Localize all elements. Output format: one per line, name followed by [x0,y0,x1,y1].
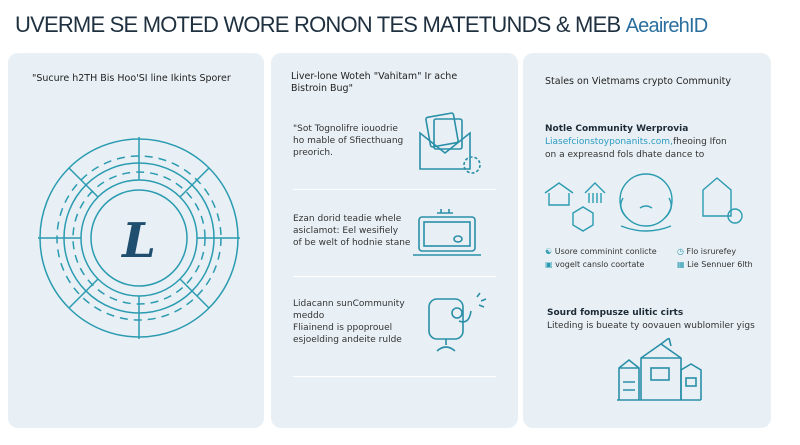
robot-icon [428,292,487,352]
line: "Sot Tognolifre iouodrie [293,124,398,134]
people-icon: ☯ [545,247,553,256]
house-icon [544,182,574,206]
buildings-icon [617,338,702,401]
title-text: UVERME SE MOTED WORE RONON TES MATETUNDS… [15,12,621,37]
crypto-circle-icon: L [38,137,240,339]
community-panel: Stales on Vietmams crypto Community Notl… [523,53,771,428]
link-suffix: fheoing Ifon [672,137,727,147]
feature-text-2: Ezan dorid teadie whele asiclamot: Eel w… [293,213,410,249]
community-link-line: Liasefcionstoyponanits.com,fheoing Ifon [545,136,727,148]
legend-item: ☯ Usore comminint conlicte [545,246,657,258]
calendar-icon: ▦ [677,260,685,269]
community-illustration [544,173,743,232]
page-title: UVERME SE MOTED WORE RONON TES MATETUNDS… [15,12,709,38]
envelope-icon [419,112,481,174]
box-icon [572,206,594,232]
panel-heading: Stales on Vietmams crypto Community [545,76,732,87]
building-icon [702,177,732,217]
bank-icon [584,182,606,203]
line: of be welt of hodnie stane [293,238,411,248]
legend-label: Usore comminint conlicte [554,247,657,256]
panel-heading: "Sucure h2TH Bis Hoo'SI line Ikints Spor… [32,73,231,84]
line: meddo [293,311,325,321]
legend-item: ▣ vogelt canslo coortate [545,259,644,271]
feature-text-1: "Sot Tognolifre iouodrie ho mable of Sfi… [293,123,403,159]
section-title: Sourd fompusze ulitic cirts [547,308,684,318]
community-link[interactable]: Liasefcionstoyponanits.com, [545,137,673,147]
line: Lidacann sunCommunity [293,299,405,309]
wallet-icon: ▣ [545,260,553,269]
divider [293,376,496,377]
divider [293,276,496,277]
line: Ezan dorid teadie whele [293,214,402,224]
section-text: Liteding is bueate ty oovauen wublomiler… [547,321,755,331]
divider [293,189,496,190]
panel-heading: Liver-lone Woteh "Vahitam" Ir ache Bistr… [291,71,458,94]
legend-item: ◷ Flo isrurefey [677,246,736,258]
community-subheading: Notle Community Werprovia [545,124,689,134]
clock-icon: ◷ [677,247,684,256]
legend-label: vogelt canslo coortate [555,260,645,269]
title-accent: AeairehID [625,15,709,37]
logo-letter: L [120,213,156,269]
features-panel: Liver-lone Woteh "Vahitam" Ir ache Bistr… [271,53,518,428]
line: esjoelding andeite rulde [293,335,402,345]
line: ho mable of Sfiecthuang [293,136,404,146]
legend-label: Lie Sennuer 6lth [687,260,753,269]
security-panel: "Sucure h2TH Bis Hoo'SI line Ikints Spor… [8,53,264,428]
line: preorich. [293,148,333,158]
laptop-icon [413,209,481,256]
line: asiclamot: Eel wesifiely [293,226,399,236]
feature-text-3: Lidacann sunCommunity meddo Fliainend is… [293,298,405,346]
legend-item: ▦ Lie Sennuer 6lth [677,259,753,271]
legend-label: Flo isrurefey [686,247,737,256]
line: Fliainend is ppoprouel [293,323,393,333]
community-desc: on a expreasnd fols dhate dance to [545,150,705,160]
